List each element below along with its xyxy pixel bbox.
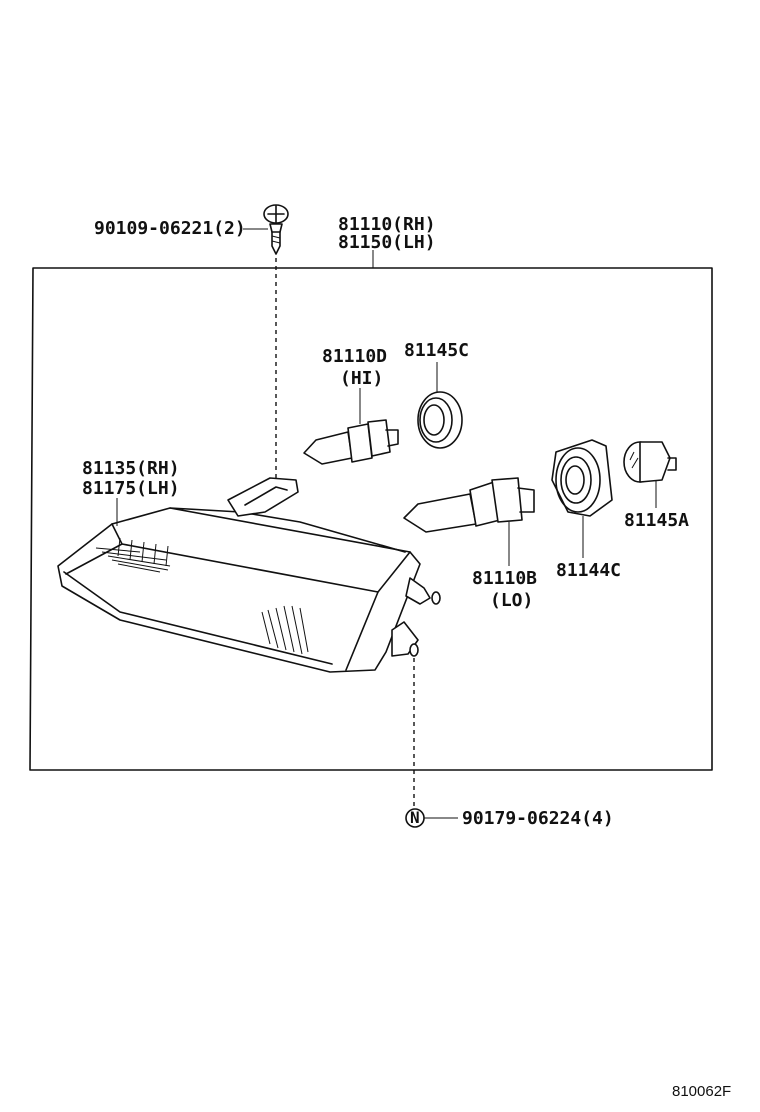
headlamp-lh-label: 81150(LH) [338, 232, 436, 253]
lo-cover-part-label: 81144C [556, 560, 621, 581]
diagram-reference: 810062F [672, 1083, 731, 1100]
assembly-frame [29, 250, 713, 771]
headlamp-rh-label: 81110(RH) [338, 214, 436, 235]
socket-part-label: 81145A [624, 510, 689, 531]
lens-rh-label: 81135(RH) [82, 458, 180, 479]
headlamp-housing [57, 477, 441, 673]
socket-icon [623, 441, 677, 483]
lens-lh-label: 81175(LH) [82, 478, 180, 499]
lo-cover-icon [551, 439, 613, 517]
hi-cover-icon [417, 391, 463, 449]
screw-icon [263, 204, 289, 255]
screw-part-label: 90109-06221(2) [94, 218, 246, 239]
hi-bulb-icon [303, 419, 399, 465]
lo-bulb-icon [403, 477, 535, 533]
hi-bulb-part-label: 81110D [322, 346, 387, 367]
lo-bulb-note-label: (LO) [490, 590, 533, 611]
nut-part-label: 90179-06224(4) [462, 808, 614, 829]
lo-bulb-part-label: 81110B [472, 568, 537, 589]
hi-cover-part-label: 81145C [404, 340, 469, 361]
hi-bulb-note-label: (HI) [340, 368, 383, 389]
nut-symbol: N [410, 808, 420, 827]
